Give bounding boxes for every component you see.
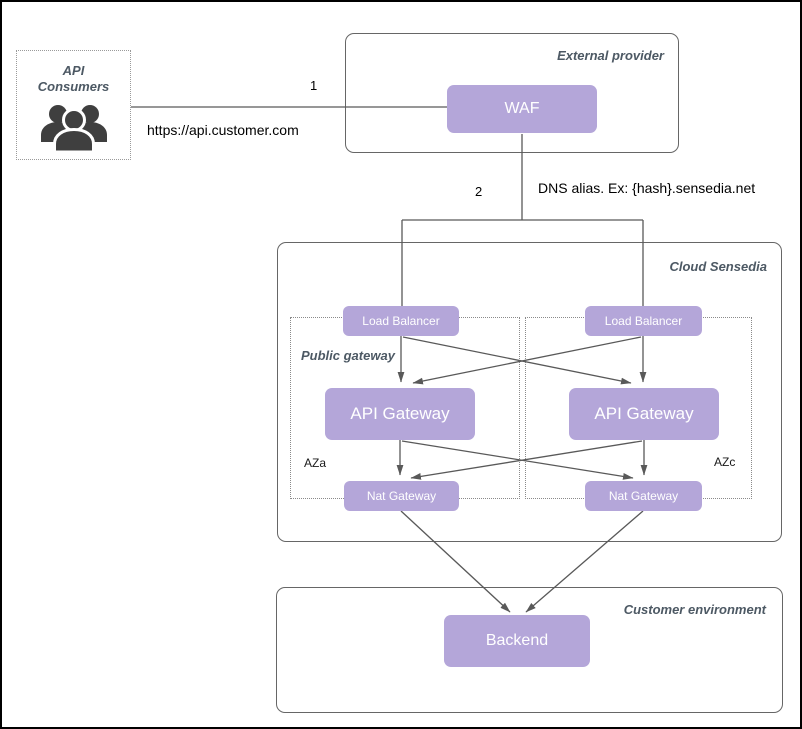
edge-label-step2-dns: DNS alias. Ex: {hash}.sensedia.net — [536, 180, 758, 196]
node-backend: Backend — [444, 615, 590, 667]
node-load-balancer-left: Load Balancer — [343, 306, 459, 336]
api-consumers-label: API Consumers — [37, 63, 110, 95]
node-waf: WAF — [447, 85, 597, 133]
node-api-gateway-left: API Gateway — [325, 388, 475, 440]
people-group-icon — [38, 102, 110, 157]
public-gateway-label: Public gateway — [301, 348, 395, 363]
node-nat-gateway-left: Nat Gateway — [344, 481, 459, 511]
edge-label-step1-number: 1 — [308, 78, 320, 93]
edge-label-step1-url: https://api.customer.com — [145, 122, 301, 138]
external-provider-label: External provider — [557, 48, 664, 63]
node-load-balancer-right: Load Balancer — [585, 306, 702, 336]
node-nat-gateway-right: Nat Gateway — [585, 481, 702, 511]
customer-environment-label: Customer environment — [623, 602, 766, 617]
aza-label: AZa — [304, 456, 327, 470]
edge-label-step2-number: 2 — [473, 184, 485, 199]
azc-label: AZc — [714, 455, 736, 469]
api-consumers-box: API Consumers — [16, 50, 131, 160]
cloud-sensedia-label: Cloud Sensedia — [669, 259, 767, 274]
node-api-gateway-right: API Gateway — [569, 388, 719, 440]
